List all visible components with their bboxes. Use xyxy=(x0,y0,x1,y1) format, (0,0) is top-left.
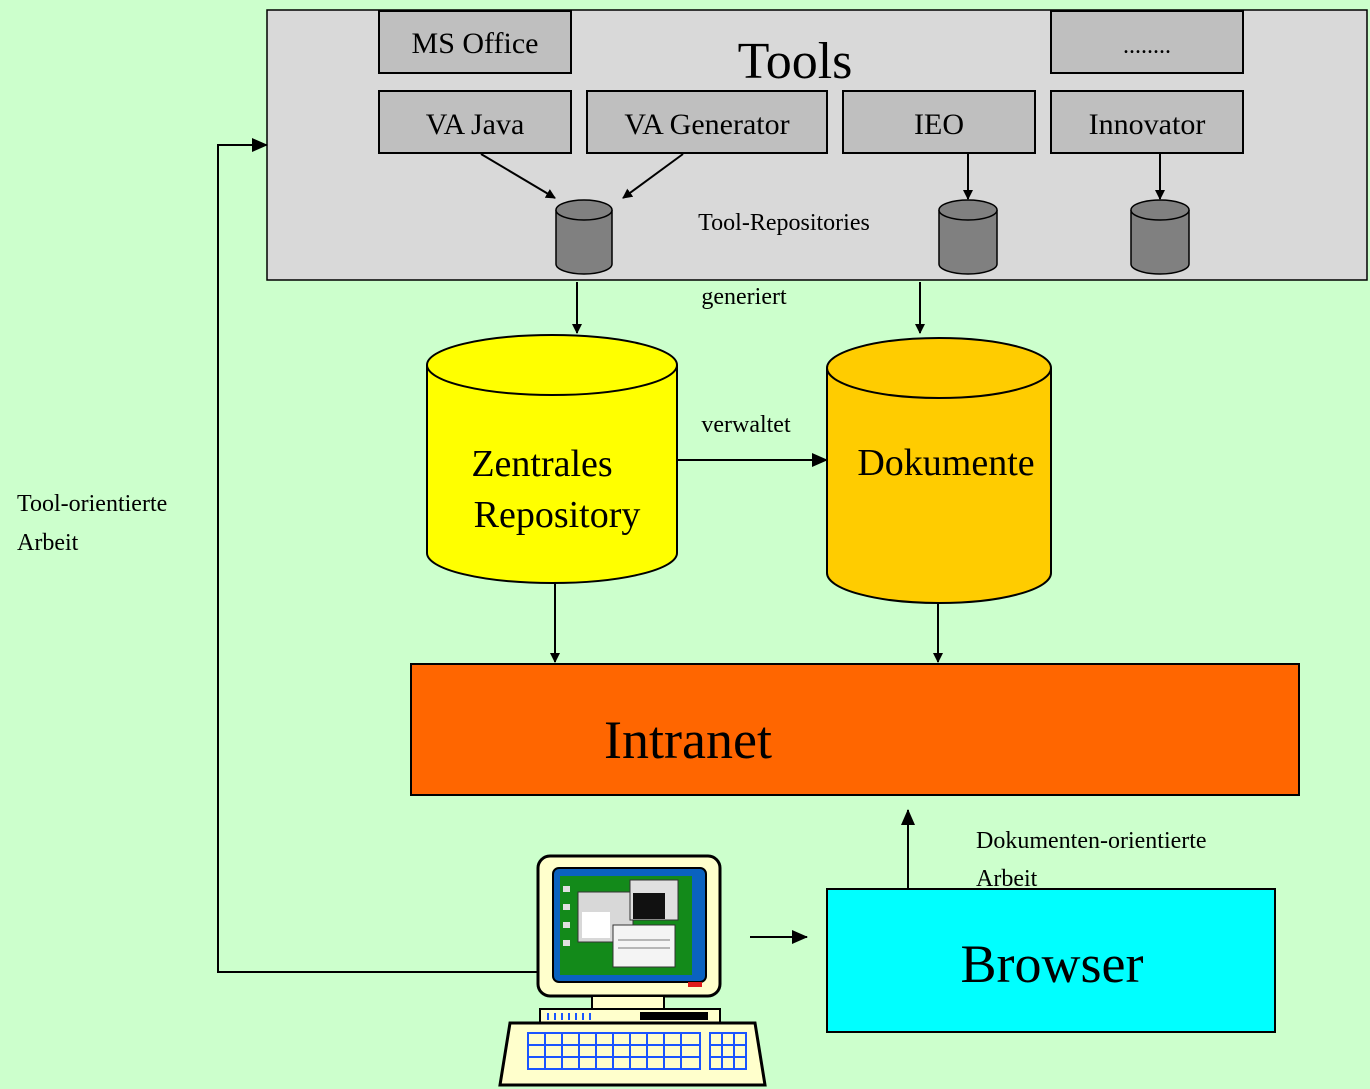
mini-db-1 xyxy=(555,199,613,275)
tool-box-ieo[interactable]: IEO xyxy=(842,90,1036,154)
tool-box-va-java[interactable]: VA Java xyxy=(378,90,572,154)
document-work-label-2: Arbeit xyxy=(976,866,1038,892)
tool-box-label: Innovator xyxy=(1089,108,1206,141)
arrow-va-generator xyxy=(622,153,684,199)
document-work-label-1: Dokumenten-orientierte xyxy=(976,828,1207,854)
intranet-box: Intranet xyxy=(410,663,1300,796)
tool-box-label: VA Generator xyxy=(624,108,789,141)
tool-work-label-2: Arbeit xyxy=(17,530,79,556)
mini-db-3 xyxy=(1130,199,1190,275)
tool-box-ms-office[interactable]: MS Office xyxy=(378,10,572,74)
tool-box-label: VA Java xyxy=(426,108,525,141)
arrow-va-java xyxy=(480,153,556,199)
browser-label: Browser xyxy=(961,934,1144,994)
tool-repositories-label: Tool-Repositories xyxy=(698,210,870,236)
tools-panel: Tools MS Office ........ VA Java VA Gene… xyxy=(266,9,1368,281)
tool-work-label-1: Tool-orientierte xyxy=(17,491,167,517)
mini-db-2 xyxy=(938,199,998,275)
tool-box-va-generator[interactable]: VA Generator xyxy=(586,90,828,154)
generiert-label: generiert xyxy=(701,284,787,310)
documents-store: Dokumente xyxy=(826,337,1052,604)
tool-box-label: ........ xyxy=(1123,33,1171,59)
computer-icon xyxy=(498,854,767,1087)
arrow-tool-work-path xyxy=(217,138,540,973)
central-repository: Zentrales Repository xyxy=(426,334,678,584)
browser-box: Browser xyxy=(826,888,1276,1033)
intranet-label: Intranet xyxy=(604,710,772,770)
tools-title: Tools xyxy=(738,33,853,90)
central-repository-label-1: Zentrales xyxy=(471,443,612,485)
tool-box-innovator[interactable]: Innovator xyxy=(1050,90,1244,154)
tool-box-label: IEO xyxy=(914,108,964,141)
tool-box-more[interactable]: ........ xyxy=(1050,10,1244,74)
verwaltet-label: verwaltet xyxy=(701,412,791,438)
tool-box-label: MS Office xyxy=(412,27,539,60)
documents-label: Dokumente xyxy=(857,442,1034,484)
central-repository-label-2: Repository xyxy=(474,494,641,536)
